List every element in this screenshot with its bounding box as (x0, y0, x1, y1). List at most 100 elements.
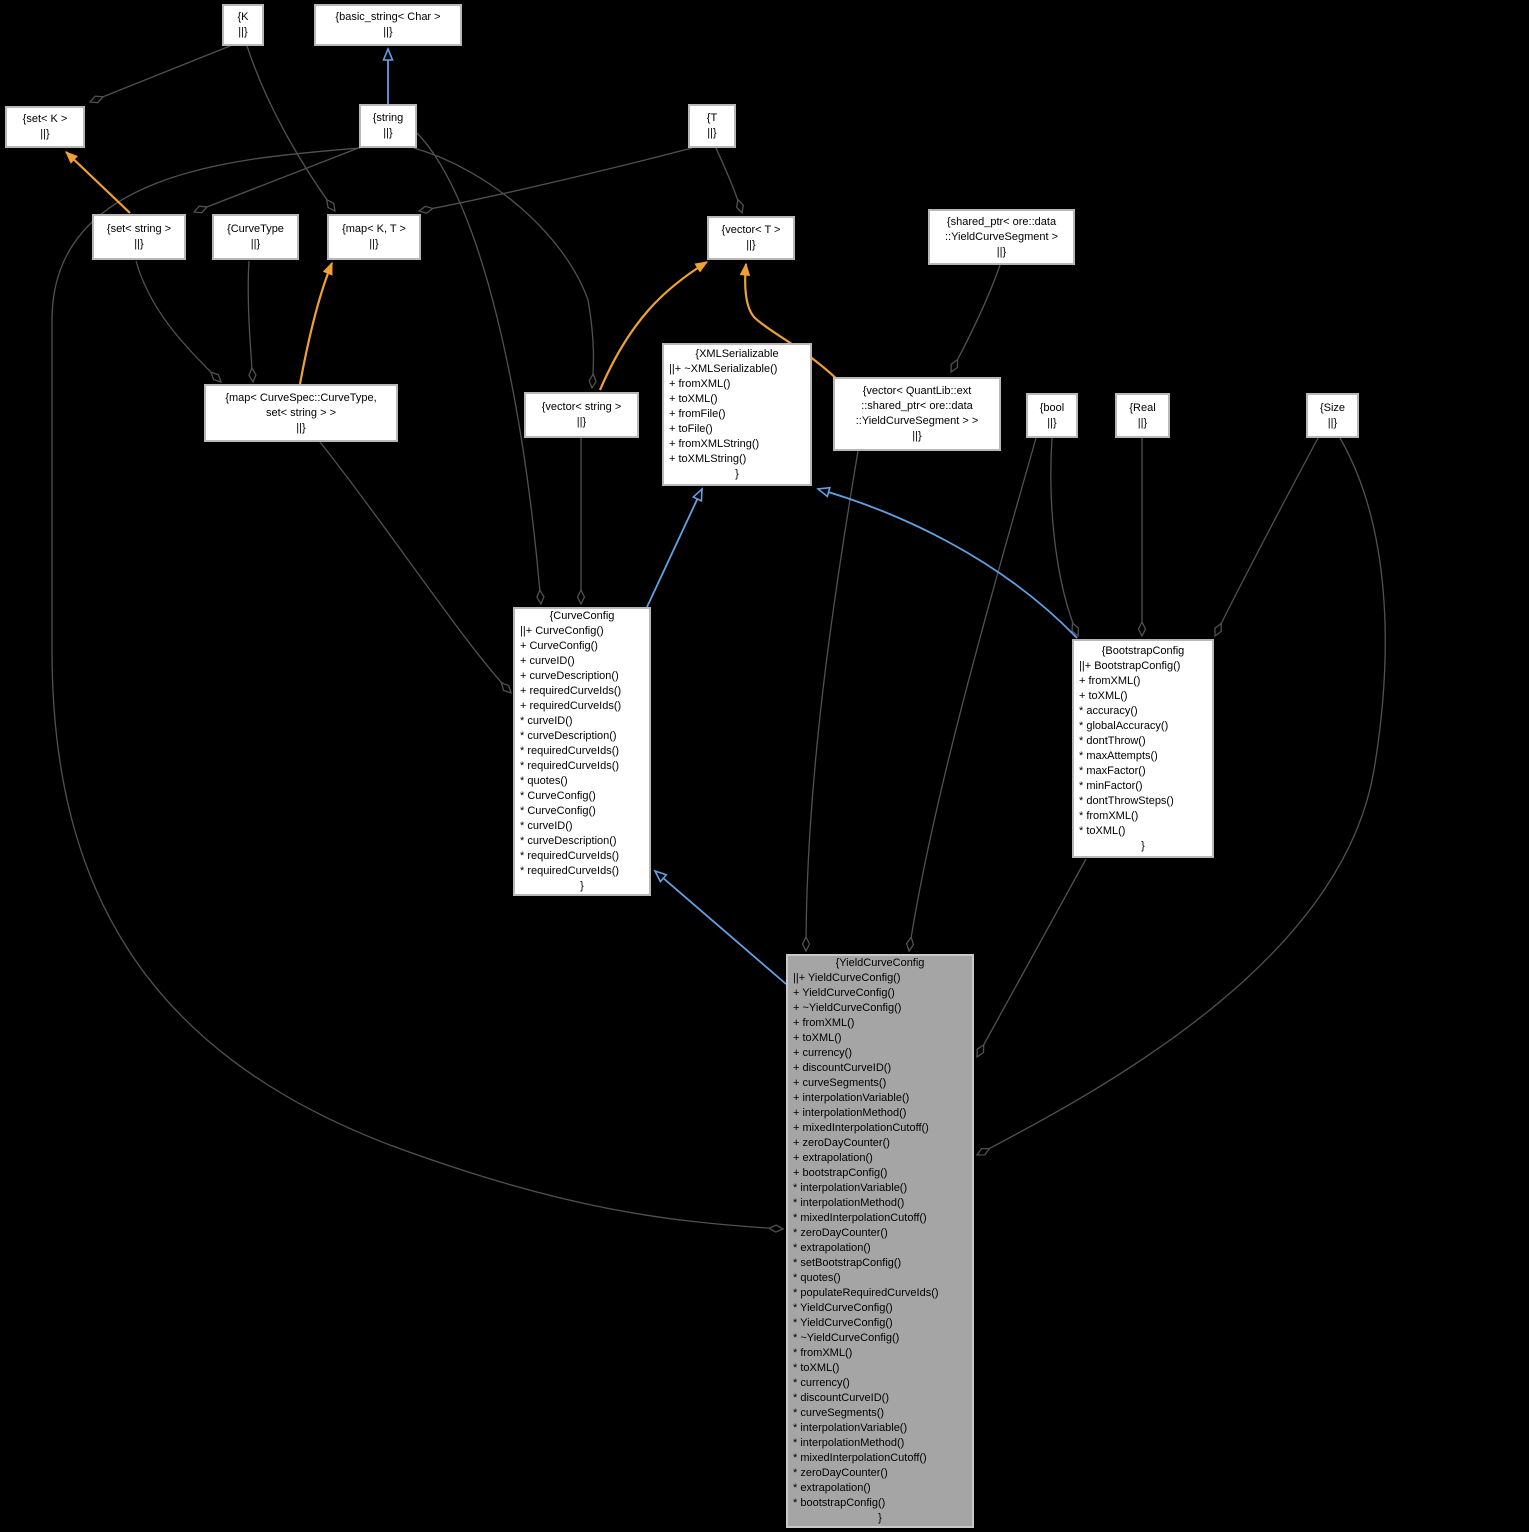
node-label: {Real||} (1117, 401, 1168, 431)
node-text-line: + fromXMLString() (669, 438, 760, 450)
node-text-line: ::YieldCurveSegment > > (855, 415, 979, 427)
node-xmlserializable[interactable]: {XMLSerializable ||+ ~XMLSerializable() +… (662, 343, 812, 486)
node-text-line: + ~YieldCurveConfig() (793, 1002, 902, 1014)
node-text-line: ||} (1047, 416, 1057, 429)
node-text-line: * curveDescription() (520, 730, 617, 742)
node-text-line: + interpolationVariable() (793, 1092, 910, 1104)
node-text-line: {string (372, 112, 404, 124)
node-title: {CurveConfig (549, 610, 615, 622)
node-text-line: * requiredCurveIds() (520, 760, 620, 772)
node-map-k-t: {map< K, T >||} (327, 214, 421, 260)
node-text-line: + fromXML() (793, 1017, 855, 1029)
node-text-line: ||} (383, 26, 393, 38)
node-text-line: * YieldCurveConfig() (793, 1302, 893, 1314)
node-text-line: {bool (1039, 401, 1065, 414)
node-text-line: * minFactor() (1079, 779, 1143, 792)
node-text-line: * quotes() (520, 775, 568, 787)
node-text-line: * setBootstrapConfig() (793, 1257, 902, 1269)
node-text-line: {Size (1319, 401, 1346, 414)
edge-usage-k-to-map-kt (246, 45, 335, 211)
node-bool: {bool ||} (1026, 393, 1078, 438)
node-text-line: * interpolationVariable() (793, 1422, 908, 1434)
edge-inherit-curveconfig-to-xmlserializable (646, 489, 702, 608)
node-bootstrapconfig[interactable]: {BootstrapConfig ||+ BootstrapConfig()+ … (1072, 639, 1214, 858)
node-text-line: ||} (1327, 416, 1338, 429)
node-text-line: ||+ YieldCurveConfig() (793, 972, 901, 984)
node-text-line: * requiredCurveIds() (520, 865, 620, 877)
node-text-line: ||} (912, 430, 922, 442)
node-t: {T||} (688, 104, 736, 148)
node-text-line: + fromFile() (669, 408, 726, 420)
node-text-line: {T (706, 112, 718, 124)
node-text-line: * curveID() (520, 820, 573, 832)
node-title: {YieldCurveConfig (835, 957, 925, 969)
node-map-curvespec-set-string: {map< CurveSpec::CurveType,set< string >… (204, 384, 398, 442)
node-members: ||+ YieldCurveConfig() + YieldCurveConfig… (788, 971, 972, 1511)
node-text-line: + fromXML() (1079, 674, 1141, 687)
node-text-line: + YieldCurveConfig() (793, 987, 895, 999)
node-title: {BootstrapConfig (1101, 644, 1185, 657)
node-label: {map< K, T >||} (329, 222, 419, 252)
edge-template-map-curvespec-to-map-kt (298, 261, 334, 385)
node-close-brace: } (878, 1512, 882, 1524)
node-members: ||+ CurveConfig()+ CurveConfig()+ curveI… (515, 624, 649, 879)
edge-usage-size-to-bootstrapconfig (1215, 437, 1319, 636)
edge-inherit-yieldcurveconfig-to-curveconfig (655, 871, 787, 985)
node-text-line: * fromXML() (793, 1347, 853, 1359)
node-text-line: * interpolationMethod() (793, 1197, 905, 1209)
edge-usage-bootstrapconfig-to-yieldcurveconfig (977, 858, 1087, 1057)
node-text-line: * populateRequiredCurveIds() (793, 1287, 939, 1299)
node-curveconfig[interactable]: {CurveConfig ||+ CurveConfig()+ CurveCon… (513, 607, 651, 896)
edge-usage-map-curvespec-to-curveconfig (319, 441, 511, 693)
node-text-line: ||} (250, 238, 261, 250)
node-text-line: {vector< T > (721, 224, 781, 236)
edge-usage-size-to-yieldcurveconfig (977, 437, 1386, 1155)
node-text-line: {Real (1129, 401, 1156, 414)
node-vector-shared-ptr-yieldcurvesegment: {vector< QuantLib::ext::shared_ptr< ore:… (833, 377, 1001, 451)
node-yieldcurveconfig: {YieldCurveConfig ||+ YieldCurveConfig()… (786, 954, 974, 1528)
node-text-line: * quotes() (793, 1272, 841, 1284)
node-text-line: * currency() (793, 1377, 850, 1389)
node-text-line: * mixedInterpolationCutoff() (793, 1452, 927, 1464)
node-text-line: + curveSegments() (793, 1077, 887, 1089)
node-text-line: * dontThrow() (1079, 734, 1146, 747)
edge-usage-curvetype-to-map-curvespec (247, 260, 253, 382)
node-text-line: * curveID() (520, 715, 573, 727)
node-text-line: ::shared_ptr< ore::data (861, 400, 973, 412)
node-text-line: ::YieldCurveSegment > (944, 230, 1058, 243)
node-text-line: + requiredCurveIds() (520, 700, 622, 712)
edge-usage-bool-to-yieldcurveconfig (909, 437, 1037, 951)
edge-usage-string-to-set-string (194, 146, 362, 212)
node-text-line: + toFile() (669, 423, 713, 435)
node-text-line: * CurveConfig() (520, 805, 596, 817)
node-text-line: * extrapolation() (793, 1242, 871, 1254)
node-label: {set< string >||} (94, 222, 184, 252)
node-basic-string: {basic_string< Char >||} (314, 4, 462, 46)
node-text-line: ||} (238, 26, 248, 38)
node-title: {XMLSerializable (695, 348, 779, 360)
node-close-brace: } (580, 880, 584, 892)
edge-template-set-string-to-set-k (65, 151, 131, 214)
node-text-line: * maxFactor() (1079, 764, 1146, 777)
node-text-line: + extrapolation() (793, 1152, 873, 1164)
node-text-line: ||} (40, 128, 50, 140)
node-text-line: * fromXML() (1079, 809, 1139, 822)
node-text-line: + interpolationMethod() (793, 1107, 907, 1119)
node-close-brace: } (735, 468, 739, 480)
node-size: {Size ||} (1306, 393, 1359, 438)
node-text-line: set< string > > (265, 406, 336, 419)
node-text-line: + mixedInterpolationCutoff() (793, 1122, 929, 1134)
node-text-line: ||+ ~XMLSerializable() (669, 363, 778, 375)
node-label: {shared_ptr< ore::data::YieldCurveSegmen… (930, 215, 1073, 260)
node-string: {string||} (359, 104, 417, 148)
node-text-line: ||} (369, 238, 379, 250)
node-text-line: {CurveType (227, 223, 284, 235)
node-text-line: + curveDescription() (520, 670, 619, 682)
node-text-line: + toXMLString() (669, 453, 747, 465)
node-label: {bool ||} (1028, 401, 1076, 431)
node-text-line: * globalAccuracy() (1079, 719, 1169, 732)
node-text-line: ||} (576, 416, 587, 428)
node-text-line: + bootstrapConfig() (793, 1167, 888, 1179)
